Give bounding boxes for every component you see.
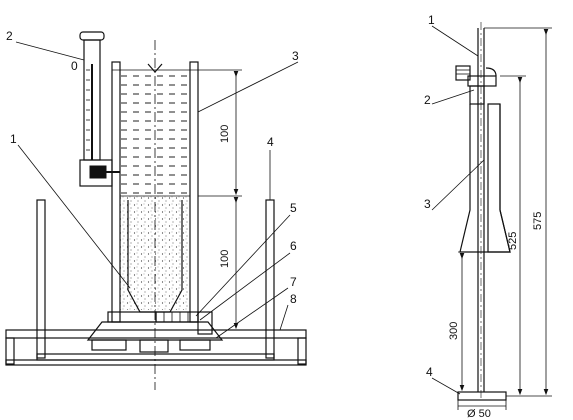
callout-left-3: 3 — [292, 49, 299, 63]
callout-left-5: 5 — [290, 201, 297, 215]
left-figure: 100 100 0 2 1 3 4 5 6 7 8 — [5, 29, 307, 390]
callout-left-6: 6 — [290, 239, 297, 253]
right-leader-lines — [431, 25, 485, 395]
callout-right-1: 1 — [428, 13, 435, 27]
dimension-lines — [198, 69, 242, 331]
right-figure: 575 525 300 Ø 50 1 2 3 4 — [424, 13, 552, 420]
base-disc — [457, 391, 507, 401]
dimension-575-label: 575 — [532, 212, 544, 230]
outer-vessel — [36, 199, 275, 361]
right-dimension-lines — [457, 27, 552, 410]
leader-lines — [15, 41, 299, 339]
dimension-300-label: 300 — [448, 322, 460, 340]
dimension-lower-label: 100 — [219, 250, 231, 268]
cone-weight — [459, 103, 511, 253]
rod-clamp — [455, 65, 497, 105]
callout-right-4: 4 — [426, 365, 433, 379]
callout-left-2: 2 — [6, 29, 13, 43]
manometer — [79, 31, 120, 187]
callout-left-7: 7 — [290, 275, 297, 289]
valve-assembly — [86, 311, 224, 353]
callout-left-1: 1 — [10, 132, 17, 146]
callout-left-8: 8 — [290, 292, 297, 306]
callout-right-2: 2 — [424, 93, 431, 107]
callout-left-4: 4 — [267, 135, 274, 149]
dimension-diameter-label: Ø 50 — [467, 408, 491, 420]
callout-right-3: 3 — [424, 197, 431, 211]
dimension-upper-label: 100 — [219, 125, 231, 143]
dimension-525-label: 525 — [507, 232, 519, 250]
zero-mark-label: 0 — [71, 59, 78, 73]
